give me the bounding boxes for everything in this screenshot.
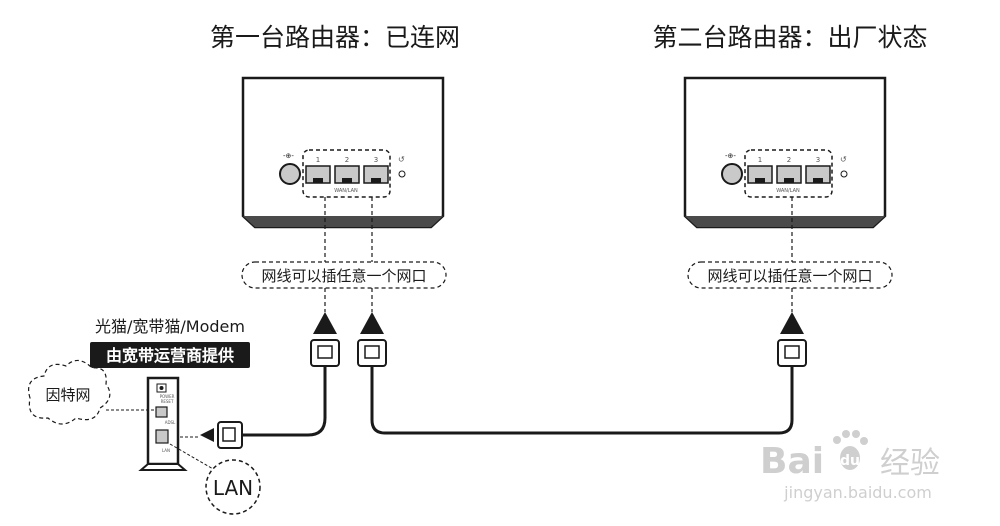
modem-port-label-reset: RESET (161, 399, 174, 404)
modem-label: 光猫/宽带猫/Modem (95, 317, 245, 336)
router1-reset-icon (398, 170, 406, 178)
internet-cloud-icon (28, 359, 111, 425)
router2-reset-icon (840, 170, 848, 178)
modem-port-label-adsl: ADSL (165, 420, 176, 425)
modem-port-label-power: POWER (160, 394, 175, 399)
router2-power-port-icon (721, 163, 743, 185)
router1-arrow-up-left-icon (313, 312, 337, 334)
router1: -⊕- 1 2 3 WAN/LAN ↺ (241, 76, 445, 229)
router1-title: 第一台路由器：已连网 (210, 23, 460, 52)
router1-port-group (302, 149, 391, 198)
watermark-url: jingyan.baidu.com (783, 483, 932, 502)
watermark: Bai du 经验 jingyan.baidu.com (760, 430, 940, 502)
internet-label: 因特网 (45, 386, 90, 404)
router1-power-port-icon (279, 163, 301, 185)
watermark-brand-cn: 经验 (880, 446, 940, 481)
modem-port-label-lan: LAN (162, 448, 170, 453)
router1-power-symbol: -⊕- (283, 152, 294, 160)
watermark-paw-icon (833, 430, 868, 470)
modem-badge-text: 由宽带运营商提供 (106, 346, 234, 365)
router2-title: 第二台路由器：出厂状态 (652, 23, 927, 52)
router2-body (683, 76, 887, 229)
modem-device: POWER RESET ADSL LAN (138, 376, 188, 471)
router2-note-pill (687, 261, 893, 289)
router1-port-3: 3 (363, 156, 389, 184)
ethernet-plug-1-icon (310, 339, 340, 367)
router1-port-note: 网线可以插任意一个网口 (261, 267, 426, 285)
router2-port-3: 3 (805, 156, 831, 184)
router1-port-caption: WAN/LAN (334, 188, 358, 194)
router1-wps-icon: ↺ (398, 155, 405, 164)
router1-note-pill (241, 261, 447, 289)
lan-callout-circle (205, 459, 261, 515)
ethernet-plug-2-icon (357, 339, 387, 367)
watermark-brand-bai: Bai (760, 441, 824, 482)
router2-power-symbol: -⊕- (725, 152, 736, 160)
router1-port-3-number: 3 (374, 156, 378, 164)
router2-arrow-up-icon (780, 312, 804, 334)
arrow-into-modem-icon (200, 428, 214, 442)
cable-modem-to-router1 (242, 366, 327, 437)
router2-port-1: 1 (747, 156, 773, 184)
router2-port-3-number: 3 (816, 156, 820, 164)
router2-wps-icon: ↺ (840, 155, 847, 164)
router1-port-1: 1 (305, 156, 331, 184)
router1-port-2: 2 (334, 156, 360, 184)
ethernet-plug-3-icon (777, 339, 807, 367)
router2-port-2-number: 2 (787, 156, 791, 164)
watermark-brand-du: du (840, 453, 860, 469)
router1-port-2-number: 2 (345, 156, 349, 164)
lan-callout-text: LAN (213, 476, 253, 500)
router2-base (685, 216, 885, 227)
router1-base (243, 216, 443, 227)
router2-port-note: 网线可以插任意一个网口 (707, 267, 872, 285)
router1-port-1-number: 1 (316, 156, 320, 164)
router2-port-2: 2 (776, 156, 802, 184)
router2-port-1-number: 1 (758, 156, 762, 164)
modem-badge (90, 342, 250, 368)
router1-arrow-up-right-icon (360, 312, 384, 334)
cable-router1-to-router2 (370, 366, 794, 435)
router2-port-caption: WAN/LAN (776, 188, 800, 194)
router2-port-group (744, 149, 833, 198)
router1-body (241, 76, 445, 229)
lan-callout-lead (169, 443, 216, 471)
ethernet-plug-modem-icon (217, 421, 243, 449)
router2: -⊕- 1 2 3 WAN/LAN ↺ (683, 76, 887, 229)
